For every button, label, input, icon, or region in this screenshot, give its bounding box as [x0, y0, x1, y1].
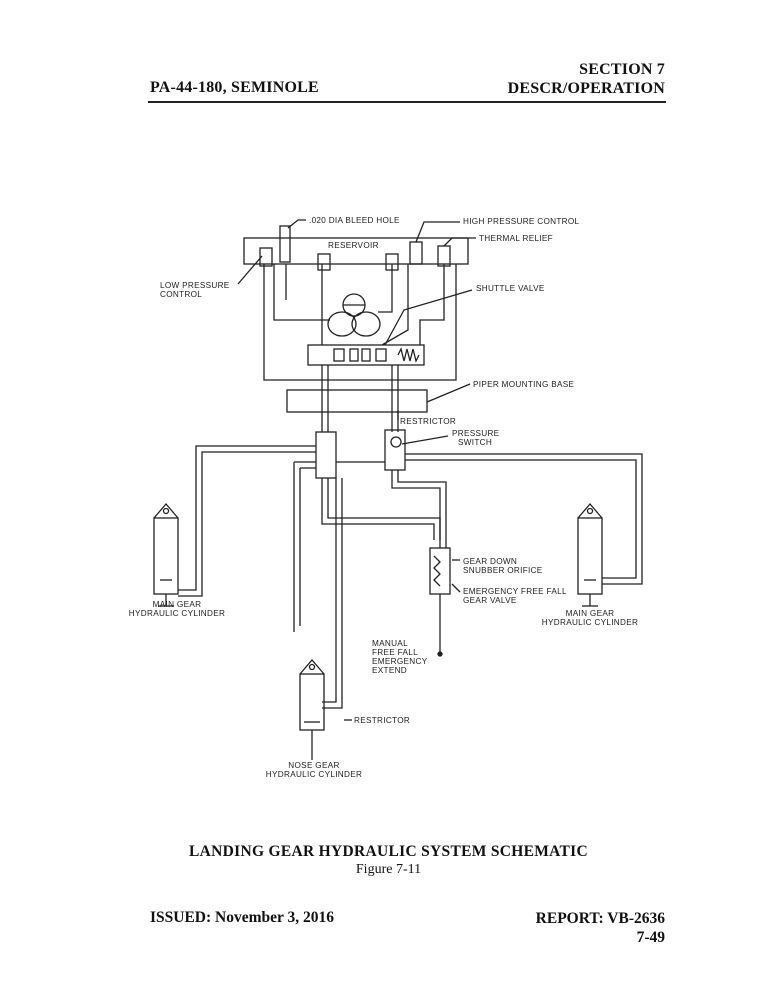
label-main-gear-right-1: MAIN GEAR: [566, 609, 615, 618]
label-piper-mounting-base: PIPER MOUNTING BASE: [473, 380, 574, 389]
header-model: PA-44-180, SEMINOLE: [150, 79, 319, 96]
header-subtitle: DESCR/OPERATION: [507, 80, 665, 97]
label-snubber-2: SNUBBER ORIFICE: [463, 566, 543, 575]
label-manual-2: FREE FALL: [372, 648, 418, 657]
shuttle-spring: [397, 347, 420, 363]
right-main-gear-cylinder: [577, 517, 603, 595]
mounting-base: [286, 389, 428, 413]
header-section: SECTION 7: [579, 61, 665, 78]
label-reservoir: RESERVOIR: [328, 241, 379, 250]
label-nose-gear-1: NOSE GEAR: [288, 761, 339, 770]
label-pressure-switch-1: PRESSURE: [452, 429, 500, 438]
label-manual-3: EMERGENCY: [372, 657, 428, 666]
high-pressure-valve: [409, 241, 423, 265]
manifold-right: [384, 429, 406, 471]
power-pack-body: [263, 264, 457, 381]
label-restrictor-bottom: RESTRICTOR: [354, 716, 410, 725]
label-low-pressure-2: CONTROL: [160, 290, 202, 299]
label-thermal-relief: THERMAL RELIEF: [479, 234, 553, 243]
label-main-gear-right-2: HYDRAULIC CYLINDER: [542, 618, 638, 627]
thermal-relief-valve: [437, 245, 451, 267]
figure-title: LANDING GEAR HYDRAULIC SYSTEM SCHEMATIC: [189, 843, 588, 860]
header-section-block: SECTION 7 DESCR/OPERATION: [508, 60, 665, 98]
emergency-valve: [429, 547, 451, 595]
label-manual-4: EXTEND: [372, 666, 407, 675]
figure-number: Figure 7-11: [355, 862, 422, 877]
footer-report: REPORT: VB-2636: [535, 910, 665, 927]
label-nose-gear-2: HYDRAULIC CYLINDER: [266, 770, 362, 779]
label-free-fall-valve-1: EMERGENCY FREE FALL: [463, 587, 567, 596]
label-restrictor-top: RESTRICTOR: [400, 417, 456, 426]
label-manual-1: MANUAL: [372, 639, 408, 648]
label-bleed-hole: .020 DIA BLEED HOLE: [309, 216, 400, 225]
footer-page: 7-49: [636, 929, 665, 946]
label-low-pressure-1: LOW PRESSURE: [160, 281, 230, 290]
label-pressure-switch-2: SWITCH: [458, 438, 492, 447]
bleed-hole-valve: [279, 225, 291, 263]
label-snubber-1: GEAR DOWN: [463, 557, 517, 566]
label-high-pressure-control: HIGH PRESSURE CONTROL: [463, 217, 580, 226]
label-main-gear-left-2: HYDRAULIC CYLINDER: [129, 609, 225, 618]
label-main-gear-left-1: MAIN GEAR: [153, 600, 202, 609]
header-rule: [148, 101, 666, 103]
label-free-fall-valve-2: GEAR VALVE: [463, 596, 517, 605]
manifold-left: [315, 431, 337, 479]
label-shuttle-valve: SHUTTLE VALVE: [476, 284, 545, 293]
pump-gear-bottom: [327, 311, 357, 337]
low-pressure-valve: [259, 247, 273, 267]
left-main-gear-cylinder: [153, 517, 179, 595]
reservoir-box: [243, 237, 469, 265]
footer-report-block: REPORT: VB-2636 7-49: [536, 909, 665, 947]
shuttle-valve-body: [307, 344, 425, 366]
footer-issued: ISSUED: November 3, 2016: [150, 909, 334, 926]
pressure-switch: [390, 436, 402, 448]
